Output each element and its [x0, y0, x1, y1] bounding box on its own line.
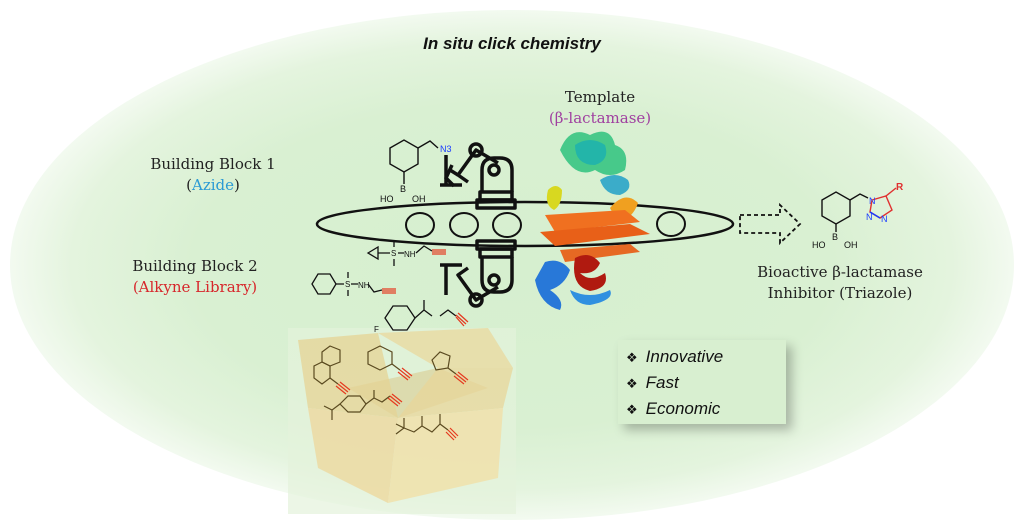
- box-side-front: [388, 408, 503, 503]
- amine-2: NH: [358, 281, 370, 290]
- features-panel: ❖ Innovative ❖ Fast ❖ Economic: [618, 340, 786, 424]
- product-boron: B: [832, 232, 838, 242]
- feature-label: Innovative: [645, 347, 724, 366]
- box-side-left: [308, 408, 398, 503]
- slot-circle-4: [656, 211, 686, 237]
- feature-label: Economic: [645, 399, 721, 418]
- robot-arm-top-icon: [440, 142, 517, 210]
- box-flap-back: [378, 328, 513, 368]
- slot-circle-3: [492, 212, 522, 238]
- alkyne-molecule-methyl-benzoate: [323, 390, 403, 420]
- reaction-ellipse: [315, 200, 735, 248]
- paren-close: ): [234, 176, 240, 194]
- alkyne-molecule-naphthyl: [313, 345, 351, 395]
- building-block-1-type: (Azide): [118, 175, 308, 196]
- triazole-n2: N: [866, 212, 873, 222]
- feature-item: ❖ Economic: [626, 396, 786, 422]
- alkyne-molecule-boc-amine: [395, 414, 459, 441]
- r-group-label: R: [896, 182, 904, 193]
- paren-open: (: [186, 176, 192, 194]
- azide-n3-label: N3: [440, 144, 452, 154]
- reaction-arrow-icon: [739, 202, 802, 246]
- alkyne-molecule-thienyl: [431, 351, 469, 385]
- alkyne-molecule-cyclohexyl: [311, 272, 396, 296]
- product-line-1: Bioactive β-lactamase: [757, 263, 923, 281]
- hydroxyl-left: HO: [380, 194, 394, 204]
- feature-label: Fast: [645, 373, 679, 392]
- alkyne-library-label: (Alkyne Library): [132, 278, 258, 296]
- enzyme-label: (β-lactamase): [548, 109, 652, 127]
- azide-molecule: [389, 139, 439, 184]
- diamond-bullet-icon: ❖: [626, 376, 638, 391]
- diamond-bullet-icon: ❖: [626, 350, 638, 365]
- slot-circle-2: [449, 212, 479, 238]
- triazole-n3: N: [881, 214, 888, 224]
- product-label: Bioactive β-lactamase Inhibitor (Triazol…: [730, 262, 950, 304]
- diagram-title: In situ click chemistry: [423, 34, 601, 53]
- fluorine-label: F: [374, 325, 379, 334]
- sulfonyl-s-2: S: [345, 280, 350, 289]
- building-block-1-title: Building Block 1: [150, 155, 276, 173]
- sulfonyl-s-1: S: [391, 249, 396, 258]
- building-block-2-title: Building Block 2: [132, 257, 258, 275]
- slot-circle-1: [405, 212, 435, 238]
- box-flap-left: [298, 333, 398, 418]
- feature-item: ❖ Fast: [626, 370, 786, 396]
- alkyne-library-box: [288, 328, 516, 514]
- azide-label: Azide: [191, 176, 234, 194]
- template-title: Template: [564, 88, 636, 106]
- template-label: Template (β-lactamase): [530, 87, 670, 129]
- feature-item: ❖ Innovative: [626, 344, 786, 370]
- diamond-bullet-icon: ❖: [626, 402, 638, 417]
- amine-1: NH: [404, 250, 416, 259]
- alkyne-molecule-fluorobenzamide: [384, 300, 469, 331]
- product-hydroxyl-right: OH: [844, 240, 858, 250]
- boron-label: B: [400, 184, 406, 194]
- building-block-1-label: Building Block 1 (Azide): [118, 154, 308, 196]
- product-line-2: Inhibitor (Triazole): [767, 284, 913, 302]
- product-hydroxyl-left: HO: [812, 240, 826, 250]
- alkyne-molecule-pyrazinyl: [367, 345, 413, 381]
- alkyne-molecule-cyclopropyl: [366, 240, 446, 266]
- triazole-n1: N: [869, 196, 876, 206]
- hydroxyl-right: OH: [412, 194, 426, 204]
- box-flap-right: [398, 368, 513, 418]
- triazole-product-molecule: [821, 187, 897, 232]
- building-block-2-label: Building Block 2 (Alkyne Library): [100, 256, 290, 298]
- robot-arm-bottom-icon: [440, 239, 517, 308]
- beta-lactamase-protein-icon: [535, 131, 650, 310]
